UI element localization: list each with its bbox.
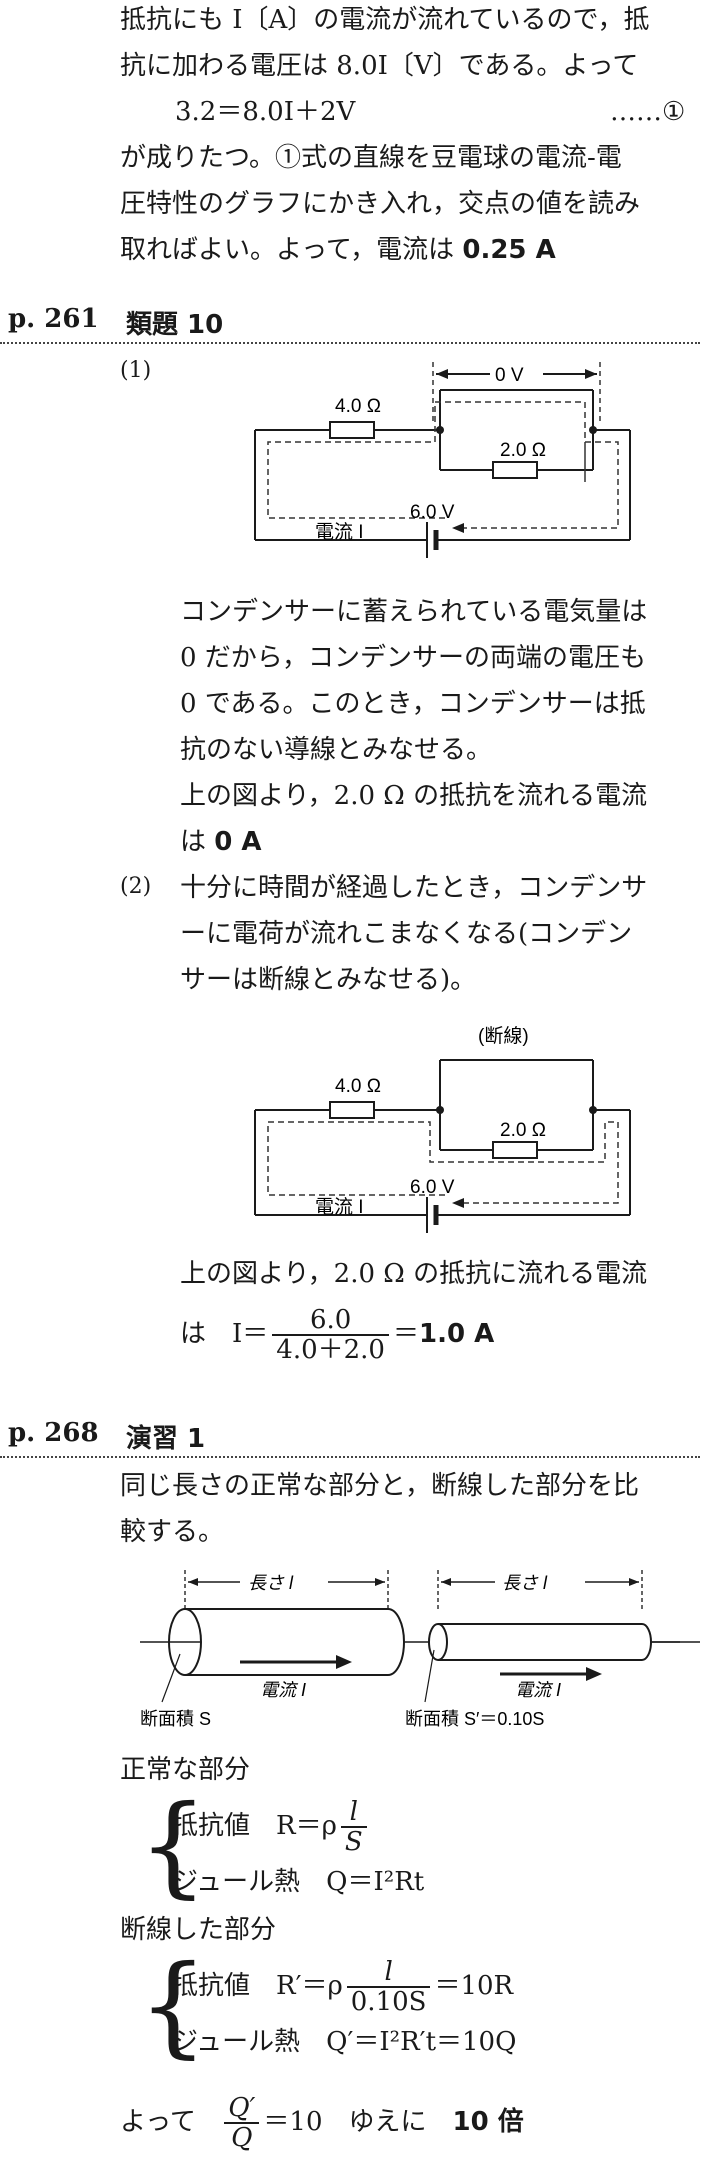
intro-equation-number: ……①	[610, 97, 686, 127]
resistor-2ohm	[492, 461, 538, 479]
fraction-denominator: 4.0＋2.0	[276, 1335, 385, 1365]
circuit-diagram-2: (断線) 4.0 Ω 2.0 Ω 電流 I 6.0 V	[240, 1010, 670, 1254]
normal-wire-cylinder	[185, 1608, 405, 1676]
intro-equation: 3.2＝8.0I＋2V	[175, 97, 356, 127]
part2-text-3: サーは断線とみなせる)。	[180, 965, 477, 995]
final-line: よって Q′Q＝10 ゆえに 10 倍	[120, 2090, 700, 2154]
length-label-2: 長さ l	[502, 1573, 548, 1593]
fraction-numerator: 6.0	[272, 1306, 389, 1336]
intro-line-6-text: 取ればよい。よって，電流は	[120, 235, 463, 265]
part1-text-4: 抗のない導線とみなせる。	[180, 735, 493, 765]
broken-resistance-label: 抵抗値 R′＝ρ	[172, 1971, 343, 2001]
intro-answer: 0.25 A	[462, 235, 556, 265]
ex-text-1: 同じ長さの正常な部分と，断線した部分を比	[120, 1471, 639, 1501]
broken-resistance-post: ＝10R	[434, 1971, 514, 2001]
normal-joule-heat: ジュール熱 Q＝I²Rt	[172, 1867, 425, 1897]
page-ref: p. 268	[8, 1418, 99, 1448]
part2-eq-pre: は I＝	[180, 1319, 269, 1349]
resistor-4ohm-label: 4.0 Ω	[335, 1076, 381, 1097]
section-header-268: p. 268 演習 1	[0, 1414, 700, 1458]
part1-label: (1)	[120, 358, 152, 383]
final-pre: よって	[120, 2107, 196, 2137]
page-ref: p. 261	[8, 304, 99, 334]
part1-text-3: 0 である。このとき，コンデンサーは抵	[180, 689, 646, 719]
final-answer: 10 倍	[452, 2107, 524, 2137]
intro-line-6: 取ればよい。よって，電流は 0.25 A	[120, 230, 700, 270]
part2-text-2: ーに電荷が流れこまなくなる(コンデン	[180, 919, 633, 949]
part1-text-6-pre: は	[180, 827, 215, 857]
circuit-diagram-1: 0 V 4.0 Ω 2.0 Ω 電流 I 6.0 V	[240, 350, 670, 584]
break-label: (断線)	[478, 1025, 529, 1047]
fraction-numerator: l	[346, 1958, 431, 1988]
part1-text-1: コンデンサーに蓄えられている電気量は	[180, 597, 648, 627]
part2-text-4: 上の図より，2.0 Ω の抵抗に流れる電流	[180, 1259, 648, 1289]
broken-joule-heat: ジュール熱 Q′＝I²R′t＝10Q	[172, 2027, 517, 2057]
part2-answer: 1.0 A	[419, 1319, 495, 1349]
fraction-denominator: 0.10S	[350, 1987, 427, 2017]
battery-label: 6.0 V	[410, 1177, 455, 1198]
current-label-2: 電流 I	[515, 1680, 561, 1700]
fraction-denominator: S	[344, 1827, 363, 1857]
ex-text-2: 較する。	[120, 1517, 225, 1547]
part2-text-1: 十分に時間が経過したとき，コンデンサ	[180, 873, 648, 903]
section-title: 類題 10	[126, 310, 224, 340]
fraction-denominator: Q	[231, 2123, 253, 2153]
resistor-2ohm	[492, 1141, 538, 1159]
fraction-numerator: l	[340, 1798, 367, 1828]
resistor-4ohm	[329, 421, 375, 439]
broken-wire-cylinder	[438, 1623, 652, 1661]
resistor-4ohm-label: 4.0 Ω	[335, 396, 381, 417]
intro-line-1: 抵抗にも I〔A〕の電流が流れているので，抵	[120, 5, 650, 35]
section-title: 演習 1	[126, 1424, 206, 1454]
voltage-across-label: 0 V	[495, 365, 524, 386]
battery-label: 6.0 V	[410, 502, 455, 523]
area-label-2: 断面積 S′＝0.10S	[405, 1709, 544, 1729]
brace-normal: {	[138, 1781, 208, 1909]
wire-figure: 長さ l 長さ l 電流 I 電流 I 断面積 S 断面積 S′＝0.10S	[140, 1562, 700, 1746]
part1-text-6: は 0 A	[180, 822, 720, 862]
part2-label: (2)	[120, 874, 152, 899]
normal-title: 正常な部分	[120, 1755, 251, 1785]
current-label: 電流 I	[315, 521, 364, 543]
resistor-2ohm-label: 2.0 Ω	[500, 440, 546, 461]
intro-line-4: が成りたつ。①式の直線を豆電球の電流-電	[120, 143, 622, 173]
resistor-2ohm-label: 2.0 Ω	[500, 1120, 546, 1141]
part1-answer: 0 A	[214, 827, 262, 857]
intro-line-5: 圧特性のグラフにかき入れ，交点の値を読み	[120, 189, 641, 219]
section-header-261: p. 261 類題 10	[0, 300, 700, 344]
length-label-1: 長さ l	[248, 1573, 294, 1593]
broken-title: 断線した部分	[120, 1915, 277, 1945]
area-label-1: 断面積 S	[140, 1709, 211, 1729]
normal-resistance-label: 抵抗値 R＝ρ	[172, 1811, 337, 1841]
current-label: 電流 I	[315, 1196, 364, 1218]
final-fraction: Q′Q	[224, 2094, 260, 2153]
brace-broken: {	[138, 1941, 208, 2069]
resistor-4ohm	[329, 1101, 375, 1119]
part2-eq-post: ＝	[392, 1319, 419, 1349]
fraction-numerator: Q′	[224, 2094, 260, 2124]
intro-line-2: 抗に加わる電圧は 8.0I〔V〕である。よって	[120, 51, 639, 81]
part1-text-5: 上の図より，2.0 Ω の抵抗を流れる電流	[180, 781, 648, 811]
final-mid: ＝10 ゆえに	[263, 2107, 453, 2137]
current-label-1: 電流 I	[260, 1680, 306, 1700]
part1-text-2: 0 だから，コンデンサーの両端の電圧も	[180, 643, 647, 673]
